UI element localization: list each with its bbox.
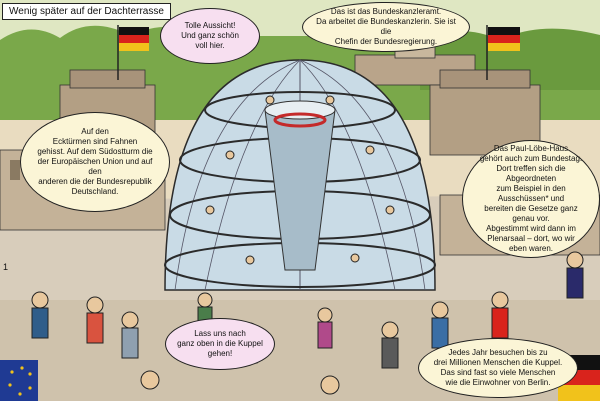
- visitors-crowd: [31, 95, 584, 395]
- speech-bubble-dome: Lass uns nach ganz oben in die Kuppel ge…: [165, 318, 275, 370]
- speech-bubble-loebe-haus: Das Paul-Löbe-Haus gehört auch zum Bunde…: [462, 140, 600, 258]
- speech-bubble-chancellery: Das ist das Bundeskanzleramt. Da arbeite…: [302, 2, 470, 52]
- german-flag-right: [488, 27, 520, 51]
- glass-dome: [164, 59, 436, 291]
- speech-bubble-visitors: Jedes Jahr besuchen bis zu drei Millione…: [418, 338, 578, 398]
- speech-bubble-view: Tolle Aussicht! Und ganz schön voll hier…: [160, 8, 260, 64]
- german-flag-left: [119, 27, 149, 51]
- page-number: 1: [3, 262, 9, 272]
- speech-bubble-flags: Auf den Ecktürmen sind Fahnen gehisst. A…: [20, 112, 170, 212]
- panel-caption: Wenig später auf der Dachterrasse: [2, 3, 171, 20]
- eu-flag: [0, 360, 38, 401]
